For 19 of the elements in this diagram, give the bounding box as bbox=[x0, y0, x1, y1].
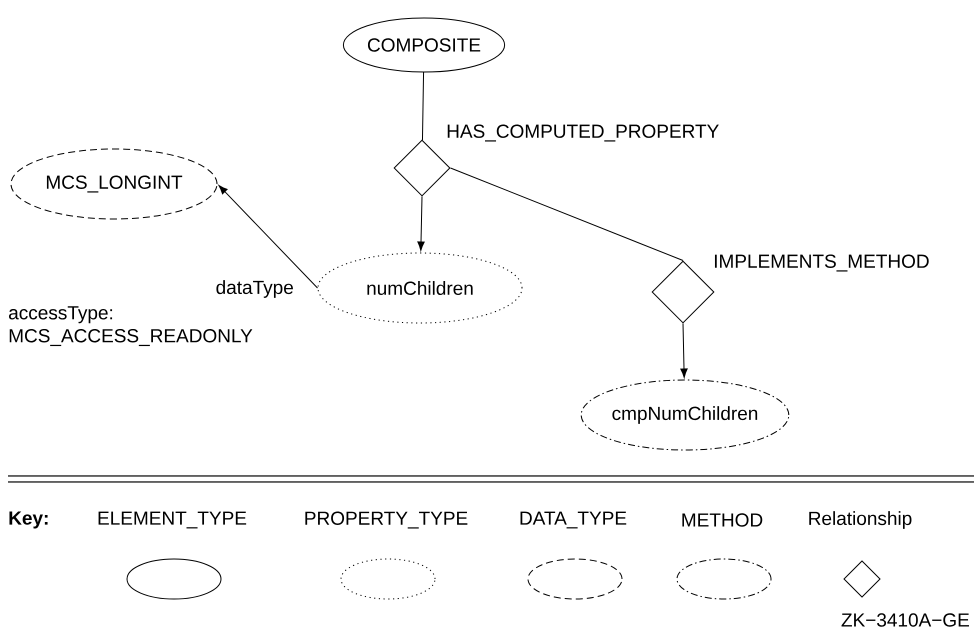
figure-id: ZK−3410A−GE bbox=[842, 613, 969, 627]
arrow bbox=[218, 185, 318, 288]
relationship-diamond bbox=[394, 140, 450, 196]
legend-entry: PROPERTY_TYPE bbox=[305, 511, 468, 600]
legend-entry: Relationship bbox=[809, 511, 912, 598]
legend-entry: METHOD bbox=[676, 513, 772, 600]
ellipse-node: numChildren bbox=[318, 252, 522, 324]
key-heading: Key: bbox=[9, 512, 48, 528]
legend-entry: ELEMENT_TYPE bbox=[98, 512, 246, 600]
relationship-label: IMPLEMENTS_METHOD bbox=[714, 254, 929, 272]
note-text: accessType: MCS_ACCESS_READONLY bbox=[9, 306, 252, 346]
edge-label: dataType bbox=[216, 280, 293, 298]
ellipse-node: MCS_LONGINT bbox=[10, 148, 218, 220]
arrow bbox=[680, 323, 688, 378]
legend-entry: DATA_TYPE bbox=[520, 512, 626, 600]
ellipse-node: cmpNumChildren bbox=[580, 380, 790, 450]
arrow bbox=[417, 196, 425, 251]
ellipse-node: COMPOSITE bbox=[342, 18, 506, 72]
relationship-label: HAS_COMPUTED_PROPERTY bbox=[448, 124, 719, 142]
